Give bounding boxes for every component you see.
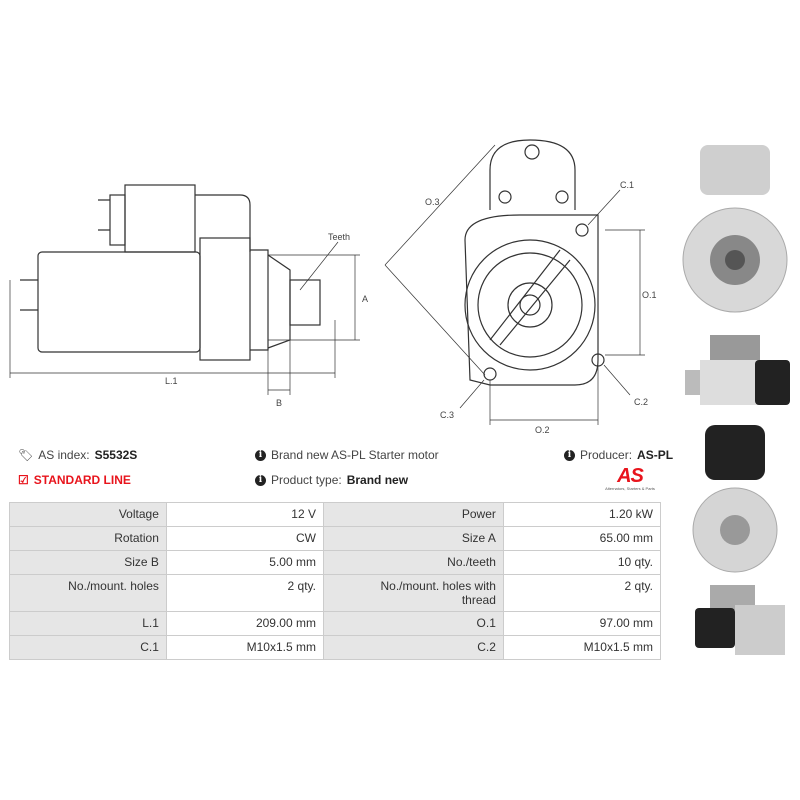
product-photo-front[interactable] (680, 140, 795, 330)
spec-value: M10x1.5 mm (165, 635, 324, 660)
label-teeth: Teeth (328, 232, 350, 242)
spec-label: L.1 (9, 611, 167, 636)
spec-value: 65.00 mm (502, 526, 662, 551)
spec-value: 1.20 kW (502, 502, 662, 527)
label-a: A (362, 294, 368, 304)
producer: i Producer:AS-PL (564, 448, 673, 462)
product-photo-side[interactable] (680, 330, 795, 415)
label-o2: O.2 (535, 425, 550, 435)
spec-value: CW (165, 526, 324, 551)
as-index: 🏷︎ AS index:S5532S (18, 448, 138, 462)
spec-label: O.1 (322, 611, 504, 636)
as-pl-logo: AS Alternators, Starters & Parts (605, 465, 655, 491)
product-photo-rear[interactable] (680, 420, 795, 575)
product-type: i Product type:Brand new (255, 473, 408, 487)
front-view-diagram: O.3 C.1 O.1 C.2 C.3 O.2 (384, 139, 657, 435)
product-description: i Brand new AS-PL Starter motor (255, 448, 439, 462)
spec-value: 10 qty. (502, 550, 662, 575)
spec-label: C.1 (9, 635, 167, 660)
spec-value: 2 qty. (165, 574, 324, 612)
product-photo-angle[interactable] (680, 580, 795, 670)
spec-value: 97.00 mm (502, 611, 662, 636)
spec-label: Voltage (9, 502, 167, 527)
label-c3: C.3 (440, 410, 454, 420)
label-c1: C.1 (620, 180, 634, 190)
spec-label: Size A (322, 526, 504, 551)
spec-label: No./teeth (322, 550, 504, 575)
standard-line-badge: ☑ STANDARD LINE (18, 473, 131, 487)
spec-label: Power (322, 502, 504, 527)
checkbox-icon: ☑ (18, 473, 29, 487)
info-icon: i (255, 474, 266, 486)
tag-icon: 🏷︎ (18, 448, 34, 462)
spec-label: No./mount. holes (9, 574, 167, 612)
spec-value: M10x1.5 mm (502, 635, 662, 660)
spec-label: C.2 (322, 635, 504, 660)
spec-label: No./mount. holes with thread (322, 574, 504, 612)
spec-value: 12 V (165, 502, 324, 527)
spec-value: 2 qty. (502, 574, 662, 612)
label-l1: L.1 (165, 376, 178, 386)
label-b: B (276, 398, 282, 408)
info-icon: i (255, 449, 266, 461)
info-icon: i (564, 449, 575, 461)
label-o3: O.3 (425, 197, 440, 207)
spec-value: 5.00 mm (165, 550, 324, 575)
spec-label: Size B (9, 550, 167, 575)
label-c2: C.2 (634, 397, 648, 407)
label-o1: O.1 (642, 290, 657, 300)
spec-value: 209.00 mm (165, 611, 324, 636)
side-view-diagram: Teeth A B L.1 (9, 184, 368, 408)
spec-label: Rotation (9, 526, 167, 551)
